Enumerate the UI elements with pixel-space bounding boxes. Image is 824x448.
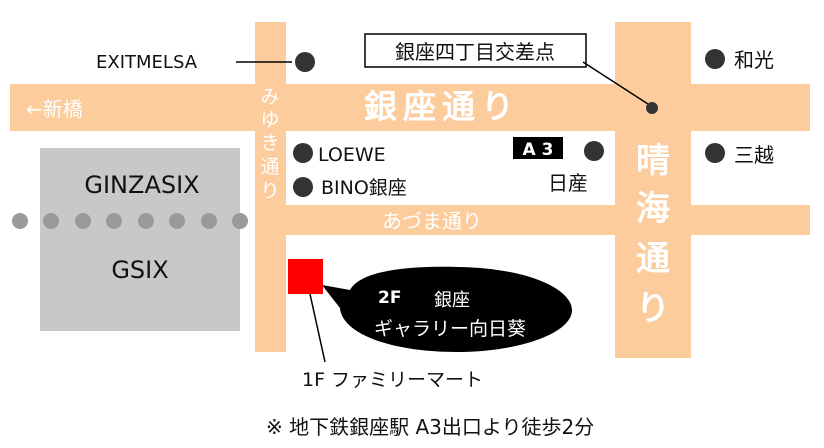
harumi-dori-label: 晴 海 通 り — [636, 141, 670, 329]
path-dot — [201, 213, 217, 229]
loewe-marker — [293, 143, 313, 163]
harumi-dori-char: り — [636, 289, 670, 329]
path-dot — [75, 213, 91, 229]
mitsukoshi-marker — [705, 143, 725, 163]
mitsukoshi-label: 三越 — [734, 143, 774, 167]
path-dot — [232, 213, 248, 229]
miyuki-dori-char: 通 — [260, 156, 279, 178]
ginza-dori-label: 銀座通り — [364, 87, 520, 126]
harumi-dori-char: 晴 — [636, 141, 670, 181]
bino-marker — [293, 177, 313, 197]
harumi-dori-char: 海 — [636, 189, 670, 229]
azuma-dori-label: あづま通り — [382, 209, 482, 233]
exit-a3-badge — [513, 137, 563, 159]
familymart-leader-line — [309, 293, 326, 363]
venue-floor-label: 2F — [378, 288, 401, 308]
venue-callout-bubble — [322, 266, 572, 352]
underground-path — [12, 213, 248, 229]
path-dot — [12, 213, 28, 229]
path-dot — [138, 213, 154, 229]
exit-a3-label: A 3 — [523, 140, 554, 160]
ginzasix-building — [40, 148, 240, 331]
gsix-label: GSIX — [111, 256, 168, 284]
exitmelsa-marker — [295, 52, 315, 72]
nissan-marker — [584, 141, 604, 161]
wako-marker — [705, 49, 725, 69]
venue-name-line1: 銀座 — [434, 290, 470, 311]
bino-label: BINO銀座 — [321, 177, 407, 199]
crossing-marker — [646, 102, 658, 114]
harumi-dori-road — [615, 22, 691, 358]
crossing-leader-line — [582, 61, 649, 105]
familymart-label: 1F ファミリーマート — [302, 369, 483, 391]
miyuki-dori-char: り — [260, 180, 279, 202]
path-dot — [43, 213, 59, 229]
venue-name-line2: ギャラリー向日葵 — [374, 318, 526, 340]
crossing-label-box — [364, 33, 587, 68]
azuma-dori-road — [258, 205, 810, 235]
venue-marker — [288, 259, 323, 294]
miyuki-dori-label: み ゆ き 通 り — [260, 86, 279, 202]
path-dot — [169, 213, 185, 229]
miyuki-dori-road — [255, 22, 286, 352]
wako-label: 和光 — [734, 48, 774, 72]
harumi-dori-char: 通 — [636, 239, 670, 279]
crossing-label: 銀座四丁目交差点 — [395, 40, 555, 64]
access-note: ※ 地下鉄銀座駅 A3出口より徒歩2分 — [266, 415, 594, 439]
miyuki-dori-char: ゆ — [260, 109, 279, 131]
nissan-label: 日産 — [548, 171, 588, 195]
miyuki-dori-char: み — [260, 86, 279, 108]
miyuki-dori-char: き — [260, 132, 279, 154]
ginzasix-label: GINZASIX — [84, 171, 199, 199]
loewe-label: LOEWE — [318, 144, 386, 166]
shinbashi-direction-label: ←新橋 — [26, 97, 83, 121]
exitmelsa-label: EXITMELSA — [96, 52, 198, 73]
path-dot — [106, 213, 122, 229]
